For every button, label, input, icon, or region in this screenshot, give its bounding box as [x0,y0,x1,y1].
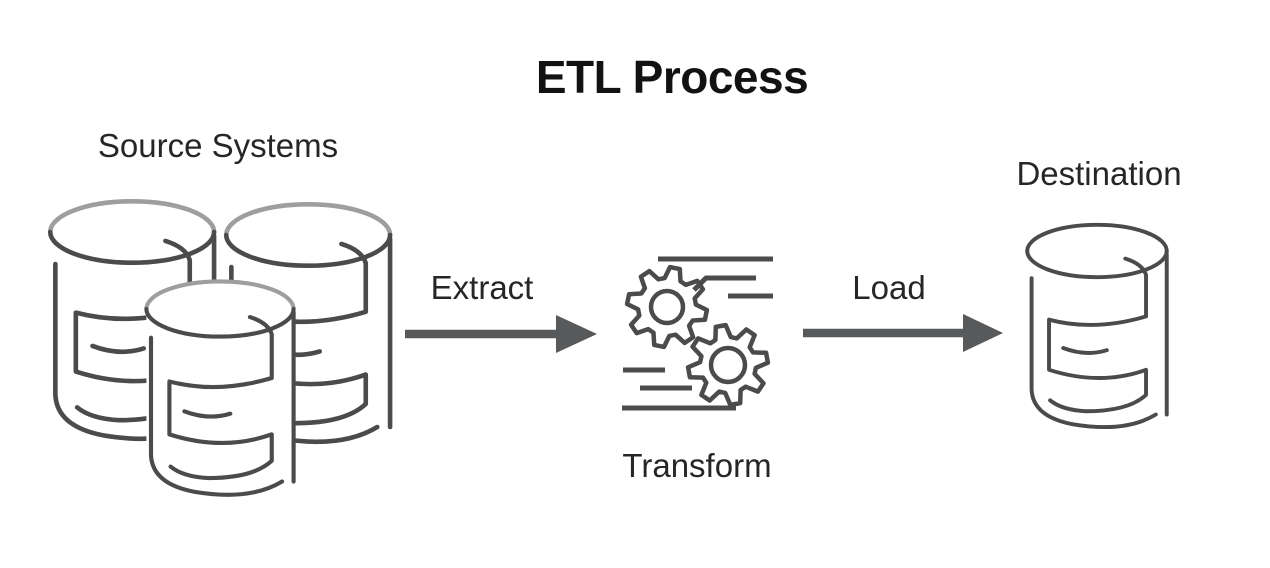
gear-bottom-hub [708,345,748,385]
diagram-title: ETL Process [535,51,809,103]
destination-label: Destination [1016,155,1182,192]
source-databases-icon [50,201,390,497]
source-database-front-icon [146,281,293,497]
extract-arrow-icon [405,315,597,353]
gear-top-outline [624,264,710,350]
destination-database-icon [1025,222,1169,432]
load-step-label: Load [852,269,926,306]
source-systems-label: Source Systems [97,127,339,164]
transform-step-label: Transform [622,447,772,484]
load-arrow-icon [803,314,1003,352]
gear-bottom-outline [685,322,771,408]
extract-step-label: Extract [430,269,534,306]
gear-top-hub [648,288,686,326]
transform-gears-icon [622,256,773,411]
